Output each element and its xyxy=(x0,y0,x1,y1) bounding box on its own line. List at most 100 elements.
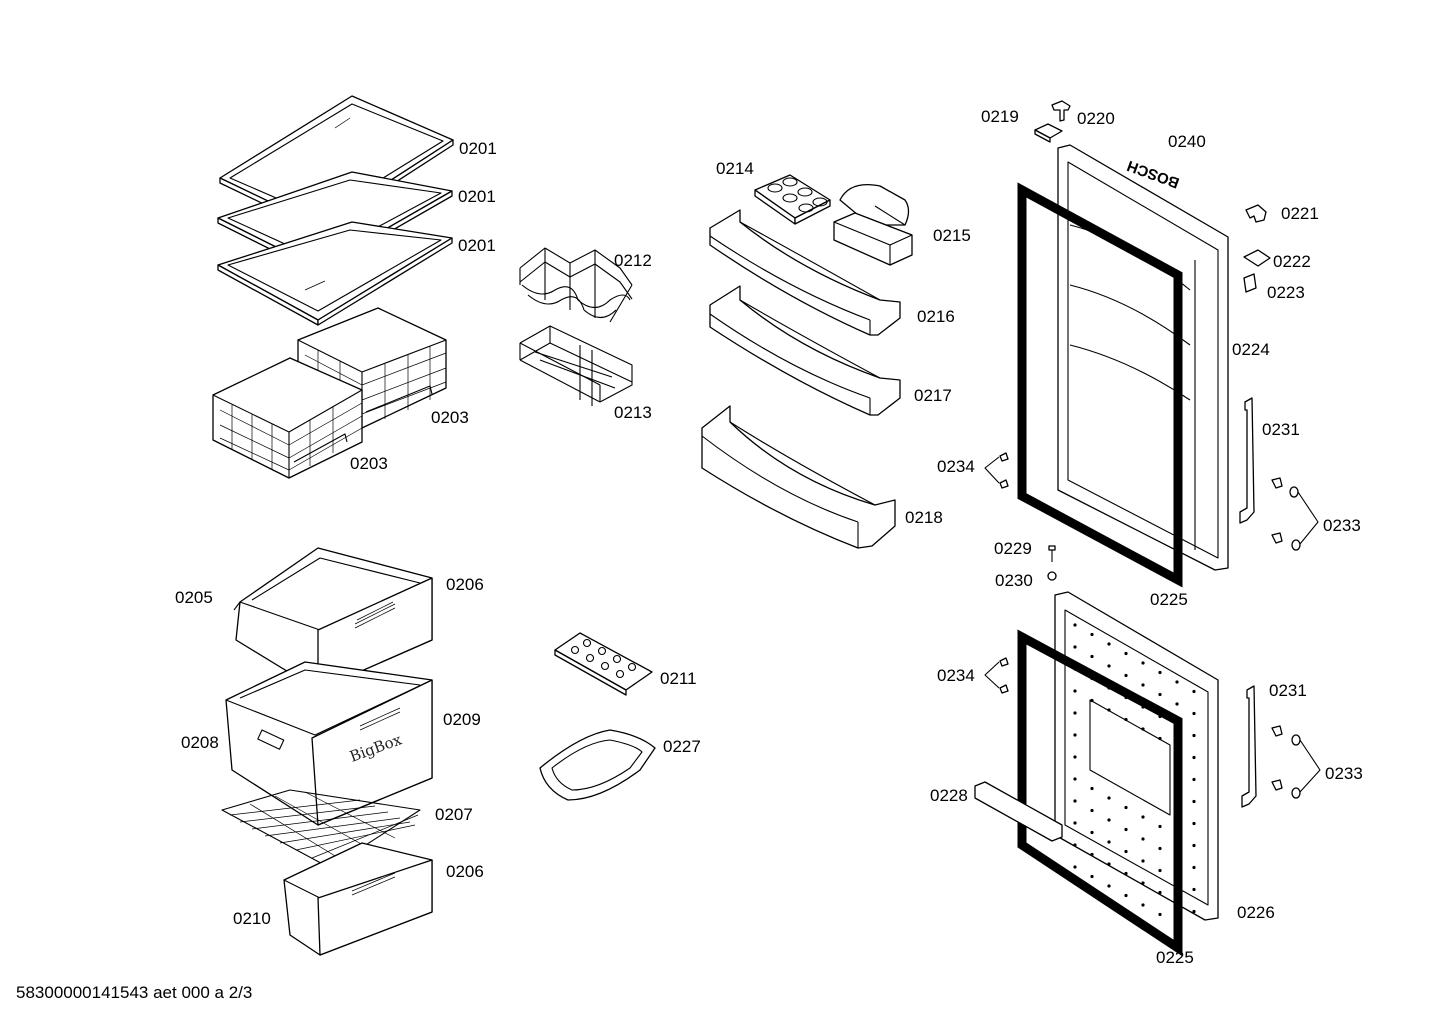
wire-grid xyxy=(221,789,421,869)
panel-dot xyxy=(1073,733,1077,737)
label-0201: 0201 xyxy=(458,187,496,206)
screws-0234-lower xyxy=(984,657,1009,694)
freezer-door-gasket xyxy=(1017,629,1183,957)
panel-dot xyxy=(1192,821,1196,826)
label-0227: 0227 xyxy=(663,737,701,756)
label-0212: 0212 xyxy=(614,251,652,270)
label-0209: 0209 xyxy=(443,710,481,729)
label-0234: 0234 xyxy=(937,666,975,685)
panel-dot xyxy=(1141,903,1145,907)
label-0233: 0233 xyxy=(1323,516,1361,535)
panel-dot xyxy=(1158,670,1162,675)
label-0201: 0201 xyxy=(459,139,497,158)
label-0203: 0203 xyxy=(350,454,388,473)
panel-dot xyxy=(1192,887,1196,892)
door-shelf-upper xyxy=(709,209,901,336)
panel-dot xyxy=(1192,799,1196,804)
panel-dot xyxy=(1141,837,1145,841)
screws-0234-upper xyxy=(984,452,1009,489)
panel-dot xyxy=(1090,654,1094,659)
panel-dot xyxy=(1073,623,1077,627)
panel-dot xyxy=(1073,755,1077,759)
label-0233: 0233 xyxy=(1325,764,1363,783)
drawer-bigbox: BigBox xyxy=(225,661,433,826)
panel-dot xyxy=(1158,912,1162,917)
panel-dot xyxy=(1192,755,1196,760)
panel-dot xyxy=(1175,680,1179,684)
label-0226: 0226 xyxy=(1237,903,1275,922)
hinge-cap-0219 xyxy=(1034,123,1063,143)
label-0205: 0205 xyxy=(175,588,213,607)
panel-dot xyxy=(1073,865,1077,869)
label-0203: 0203 xyxy=(431,408,469,427)
label-0229: 0229 xyxy=(994,539,1032,558)
label-0210: 0210 xyxy=(233,909,271,928)
ice-cube-tray xyxy=(554,632,653,696)
panel-dot xyxy=(1124,827,1128,832)
panel-dot xyxy=(1141,815,1145,819)
hinge-cover-0221 xyxy=(1245,204,1267,223)
hinge-pin-0220 xyxy=(1051,100,1071,122)
panel-dot xyxy=(1124,717,1128,722)
panel-dot xyxy=(1192,865,1196,870)
panel-dot xyxy=(1073,843,1077,847)
panel-dot xyxy=(1107,708,1111,712)
panel-dot xyxy=(1141,683,1145,687)
panel-dot xyxy=(1124,849,1128,854)
panel-dot xyxy=(1073,777,1077,781)
freezer-flap xyxy=(974,781,1063,842)
label-0214: 0214 xyxy=(716,159,754,178)
panel-dot xyxy=(1090,808,1094,813)
panel-dot xyxy=(1107,862,1111,866)
panel-dot xyxy=(1073,711,1077,715)
part-labels: 0201 0201 0201 0203 0203 0205 0206 0206 … xyxy=(175,107,1363,967)
panel-dot xyxy=(1107,840,1111,844)
label-0224: 0224 xyxy=(1232,340,1270,359)
panel-dot xyxy=(1192,733,1196,738)
label-0240: 0240 xyxy=(1168,132,1206,151)
panel-dot xyxy=(1107,664,1111,668)
label-0219: 0219 xyxy=(981,107,1019,126)
label-0216: 0216 xyxy=(917,307,955,326)
panel-dot xyxy=(1158,736,1162,741)
panel-dot xyxy=(1158,868,1162,873)
screw-cap-set-upper xyxy=(1271,477,1319,551)
panel-dot xyxy=(1192,689,1196,694)
butter-compartment xyxy=(833,183,913,266)
panel-dot xyxy=(1124,871,1128,876)
egg-tray xyxy=(754,174,831,225)
label-0207: 0207 xyxy=(435,805,473,824)
freezer-door-inner-panel xyxy=(1054,591,1219,921)
panel-dot xyxy=(1158,692,1162,697)
glass-shelf-bottom xyxy=(217,221,453,326)
panel-dot xyxy=(1073,689,1077,693)
panel-dot xyxy=(1107,642,1111,646)
panel-dot xyxy=(1192,843,1196,848)
panel-dot xyxy=(1141,727,1145,731)
label-0211: 0211 xyxy=(660,669,697,688)
panel-dot xyxy=(1158,890,1162,895)
label-0231: 0231 xyxy=(1262,420,1300,439)
panel-dot xyxy=(1090,874,1094,879)
panel-dot xyxy=(1090,632,1094,637)
clip-0222 xyxy=(1243,249,1271,267)
panel-dot xyxy=(1192,711,1196,716)
drawer-top xyxy=(233,547,433,691)
label-0215: 0215 xyxy=(933,226,971,245)
bolt-0229 xyxy=(1048,545,1056,562)
label-0206: 0206 xyxy=(446,575,484,594)
label-0208: 0208 xyxy=(181,733,219,752)
panel-dot xyxy=(1141,881,1145,885)
panel-dot xyxy=(1158,824,1162,829)
panel-dot xyxy=(1124,651,1128,656)
screw-cap-set-lower xyxy=(1271,725,1321,799)
shallow-tray xyxy=(539,729,656,801)
can-rack xyxy=(519,325,633,406)
panel-dot xyxy=(1107,818,1111,822)
panel-dot xyxy=(1090,698,1094,703)
panel-dot xyxy=(1107,884,1111,888)
door-shelf-middle xyxy=(709,285,901,416)
label-0230: 0230 xyxy=(995,571,1033,590)
label-0223: 0223 xyxy=(1267,283,1305,302)
